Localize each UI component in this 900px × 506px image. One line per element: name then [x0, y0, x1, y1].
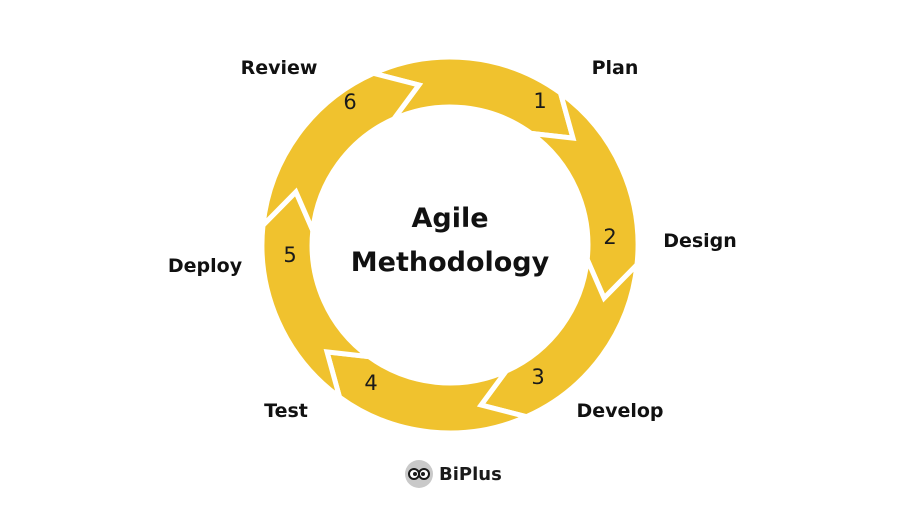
stage-label-test: Test — [264, 400, 308, 422]
center-title-line2: Methodology — [351, 247, 550, 278]
center-title-line1: Agile — [411, 203, 488, 234]
stage-number-4: 4 — [364, 371, 377, 395]
stage-label-develop: Develop — [576, 400, 663, 422]
stage-label-review: Review — [241, 57, 318, 79]
stage-number-6: 6 — [343, 90, 356, 114]
stage-number-2: 2 — [603, 225, 616, 249]
owl-eyes-icon — [405, 460, 433, 488]
cycle-ring — [259, 54, 641, 436]
brand-footer: BiPlus — [405, 459, 502, 489]
brand-name: BiPlus — [439, 463, 502, 485]
stage-number-5: 5 — [283, 243, 296, 267]
cycle-arrow-review — [259, 70, 424, 241]
stage-number-1: 1 — [533, 89, 546, 113]
stage-number-3: 3 — [531, 365, 544, 389]
stage-label-deploy: Deploy — [168, 255, 243, 277]
stage-label-plan: Plan — [592, 57, 639, 79]
stage-label-design: Design — [663, 230, 737, 252]
